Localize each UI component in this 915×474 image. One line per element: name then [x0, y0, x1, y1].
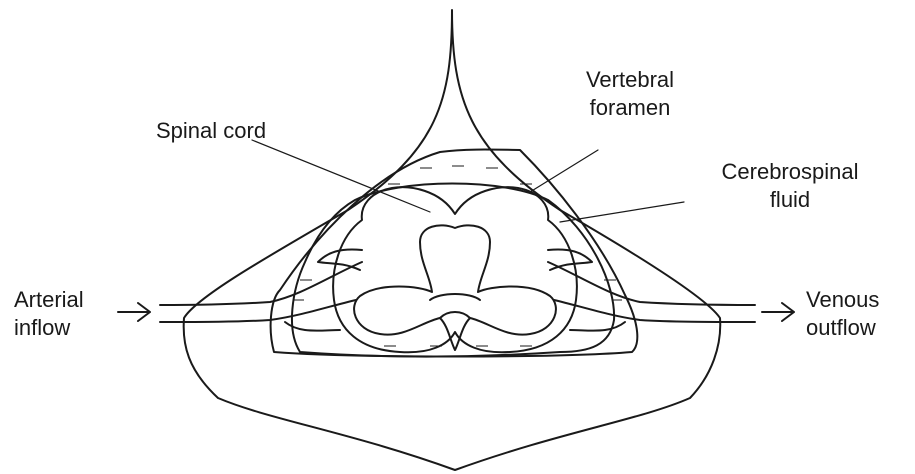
label-spinal-cord: Spinal cord	[156, 117, 266, 145]
label-venous-outflow: Venous outflow	[806, 286, 879, 342]
leader-spinal-cord	[252, 140, 430, 212]
label-arterial-line1: Arterial	[14, 286, 84, 314]
label-csf-line1: Cerebrospinal	[690, 158, 890, 186]
label-vertebral-foramen: Vertebral foramen	[560, 66, 700, 122]
right-nerve-root-lower	[570, 322, 625, 331]
label-vertebral-foramen-line1: Vertebral	[560, 66, 700, 94]
label-arterial-inflow: Arterial inflow	[14, 286, 84, 342]
dorsal-notch	[430, 294, 480, 300]
arterial-vessel-top	[160, 262, 362, 305]
label-cerebrospinal-fluid: Cerebrospinal fluid	[690, 158, 890, 214]
label-vertebral-foramen-line2: foramen	[560, 94, 700, 122]
label-arterial-line2: inflow	[14, 314, 84, 342]
venous-vessel-top	[548, 262, 755, 305]
vertebral-foramen-outline	[271, 150, 638, 357]
venous-arrow	[762, 303, 794, 321]
spinal-cord-outline	[333, 187, 577, 352]
arterial-arrow	[118, 303, 150, 321]
label-venous-line2: outflow	[806, 314, 879, 342]
ventral-fissure	[440, 312, 470, 318]
leader-csf	[560, 202, 684, 222]
label-csf-line2: fluid	[690, 186, 890, 214]
label-venous-line1: Venous	[806, 286, 879, 314]
